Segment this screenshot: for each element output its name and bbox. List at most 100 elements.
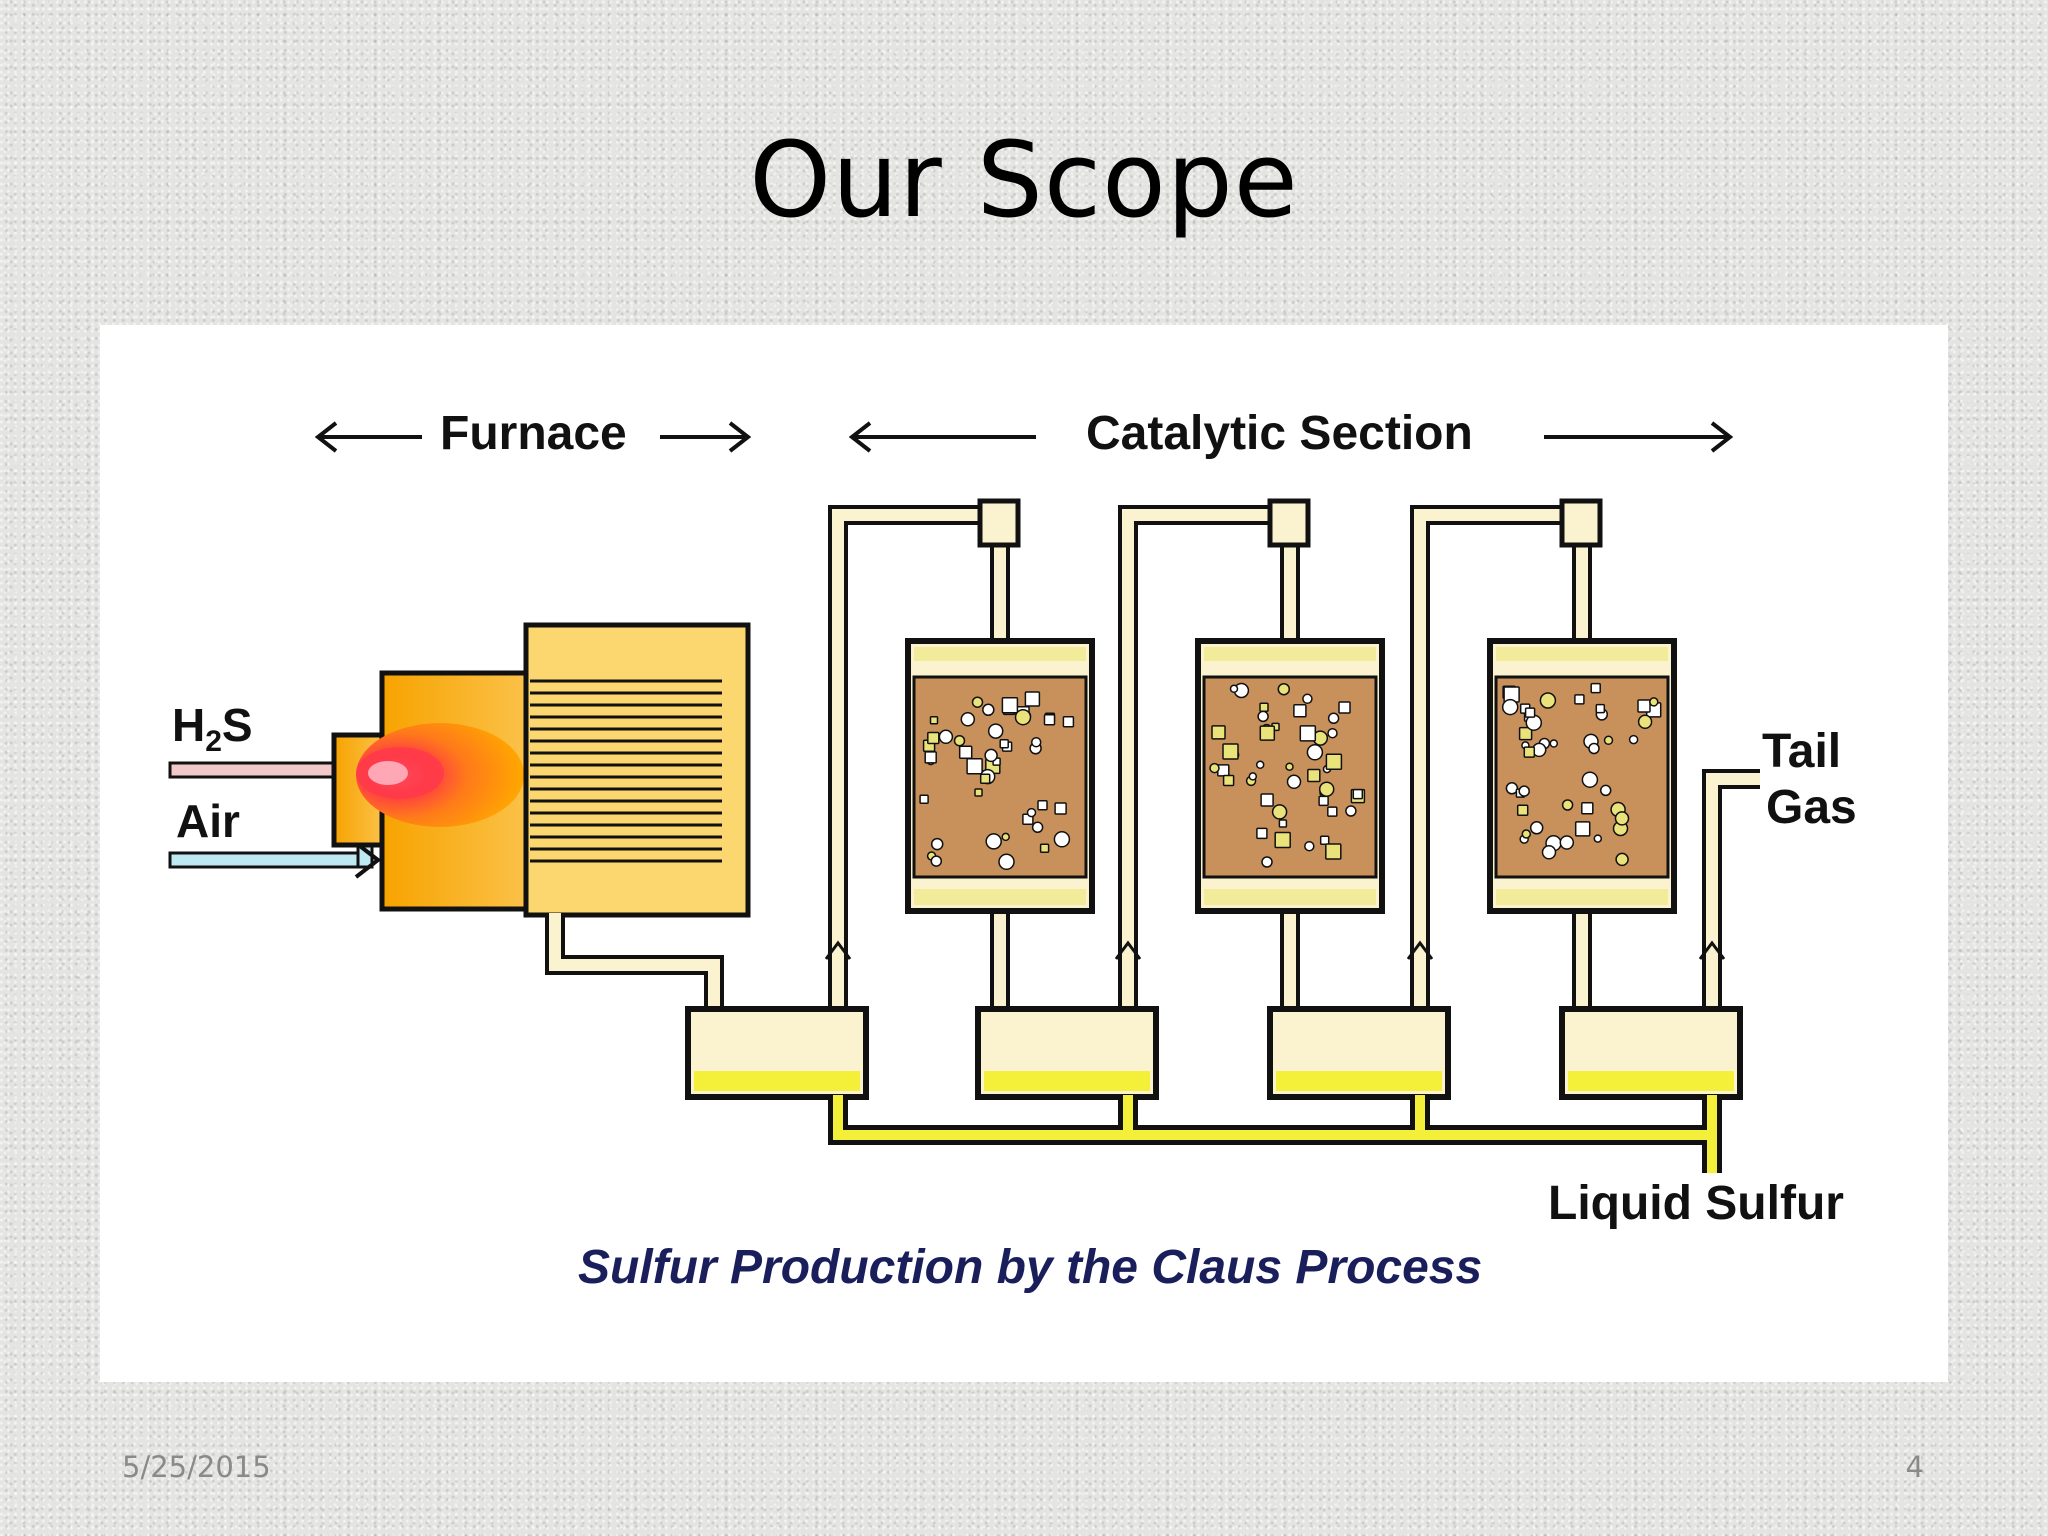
arrow-right-icon [660,421,752,453]
catalyst-pellet [1255,760,1265,770]
reheater-boxes [977,498,1603,548]
catalyst-pellet [1222,774,1235,787]
catalyst-pellet [1325,753,1343,771]
catalyst-pellet [1054,802,1067,815]
waste-heat-boiler [523,622,751,918]
catalyst-pellet [1590,682,1601,694]
catalyst-pellet [1505,782,1519,795]
boiler-tubes [530,679,722,863]
catalyst-pellet [1259,725,1276,741]
catalyst-pellet [1278,819,1288,828]
catalyst-pellet [1327,712,1340,725]
catalyst-pellet [1327,806,1338,817]
catalyst-pellet [1304,840,1315,852]
catalyst-pellet [1222,743,1239,760]
catalyst-pellet [1318,795,1329,807]
catalyst-pellet [1211,725,1226,740]
catalyst-pellet [1053,831,1071,848]
catalyst-pellet [960,712,976,727]
catalyst-pellet [1302,693,1313,705]
slide-page-number: 4 [1905,1450,1924,1484]
catalyst-pellet [930,855,943,867]
air-label: Air [176,795,240,847]
catalyst-pellet [1318,781,1335,797]
catalyst-pellet [938,729,954,745]
catalyst-pellet [930,837,944,851]
catalyst-pellet [1248,772,1258,781]
sulfur-condenser-3 [1267,1006,1451,1100]
catalyst-pellet [1615,852,1629,867]
furnace-label: Furnace [440,407,627,460]
catalyst-pellet [1593,834,1603,843]
catalyst-pellet [1614,811,1630,826]
claus-process-diagram: Furnace Catalytic Section [168,407,1857,1294]
catalyst-pellet [1637,714,1653,730]
slide-title: Our Scope [749,119,1299,241]
catalyst-pellet [1539,692,1557,709]
catalyst-pellet [1285,762,1294,771]
catalyst-pellet [1501,698,1519,716]
catalyst-pellet [1299,725,1317,742]
catalytic-converter-3 [1487,638,1677,914]
catalyst-pellet [1026,807,1037,818]
catalyst-pellet [1599,784,1612,797]
arrow-right-icon [1544,421,1734,453]
catalyst-pellet [979,773,991,785]
catalyst-pellet [1574,821,1591,837]
catalyst-pellet [1271,804,1288,820]
sulfur-condenser-4 [1559,1006,1743,1100]
catalyst-pellet [1588,742,1600,755]
catalytic-section-header: Catalytic Section [848,407,1734,460]
catalyst-pellet [974,788,983,797]
catalyst-pellet [1523,746,1536,758]
catalyst-pellet [1024,691,1041,707]
catalyst-pellet [1649,697,1659,707]
sulfur-condenser-1 [685,1006,869,1100]
catalyst-pellet [1260,793,1274,807]
h2s-label-subscript: 2 [205,725,222,758]
diagram-caption: Sulfur Production by the Claus Process [578,1241,1482,1294]
catalyst-pellet [1338,701,1351,714]
catalyst-pellet [929,715,939,725]
catalyst-pellet [958,745,973,760]
catalyst-pellet [1529,821,1544,835]
liquid-sulfur-header [828,1095,1722,1173]
catalyst-pellet [1031,821,1044,834]
catalyst-pellet [999,738,1009,749]
catalyst-pellet [1209,762,1220,774]
catalyst-pellet [1229,684,1239,694]
catalyst-pellet [987,723,1004,739]
catalyst-pellet [1043,714,1056,726]
catalyst-pellet [1293,704,1307,718]
catalyst-pellet [1581,802,1594,815]
catalyst-pellets [919,682,1662,871]
catalyst-pellet [919,794,929,805]
catalyst-pellet [927,731,940,745]
catalyst-pellet [1274,831,1291,849]
catalyst-pellet [1345,805,1357,817]
catalyst-pellet [998,853,1015,871]
catalyst-pellet [1581,771,1599,788]
catalyst-pellet [1352,788,1364,800]
catalytic-converter-1 [905,638,1095,914]
catalyst-pellet [1549,739,1559,748]
catalyst-pellet [1256,827,1268,840]
catalyst-pellet [1062,715,1075,728]
catalyst-pellet [1325,843,1342,860]
catalyst-pellet [1261,856,1273,868]
catalyst-pellet [1595,703,1606,714]
catalyst-pellet [1307,768,1321,783]
catalyst-pellet [1039,843,1050,854]
catalyst-pellet [1637,699,1651,713]
flow-arrows [824,940,1726,960]
stage-pipes [828,505,1760,1015]
liquid-sulfur-label: Liquid Sulfur [1548,1177,1844,1230]
catalyst-pellet [1524,707,1536,718]
catalyst-pellet [971,696,984,708]
catalyst-pellet [953,734,966,747]
tail-gas-label-line1: Tail [1762,725,1841,778]
catalyst-pellet [1037,799,1048,811]
catalyst-pellet [924,751,937,764]
catalyst-pellet [1521,829,1532,839]
catalyst-pellet [1518,726,1533,741]
